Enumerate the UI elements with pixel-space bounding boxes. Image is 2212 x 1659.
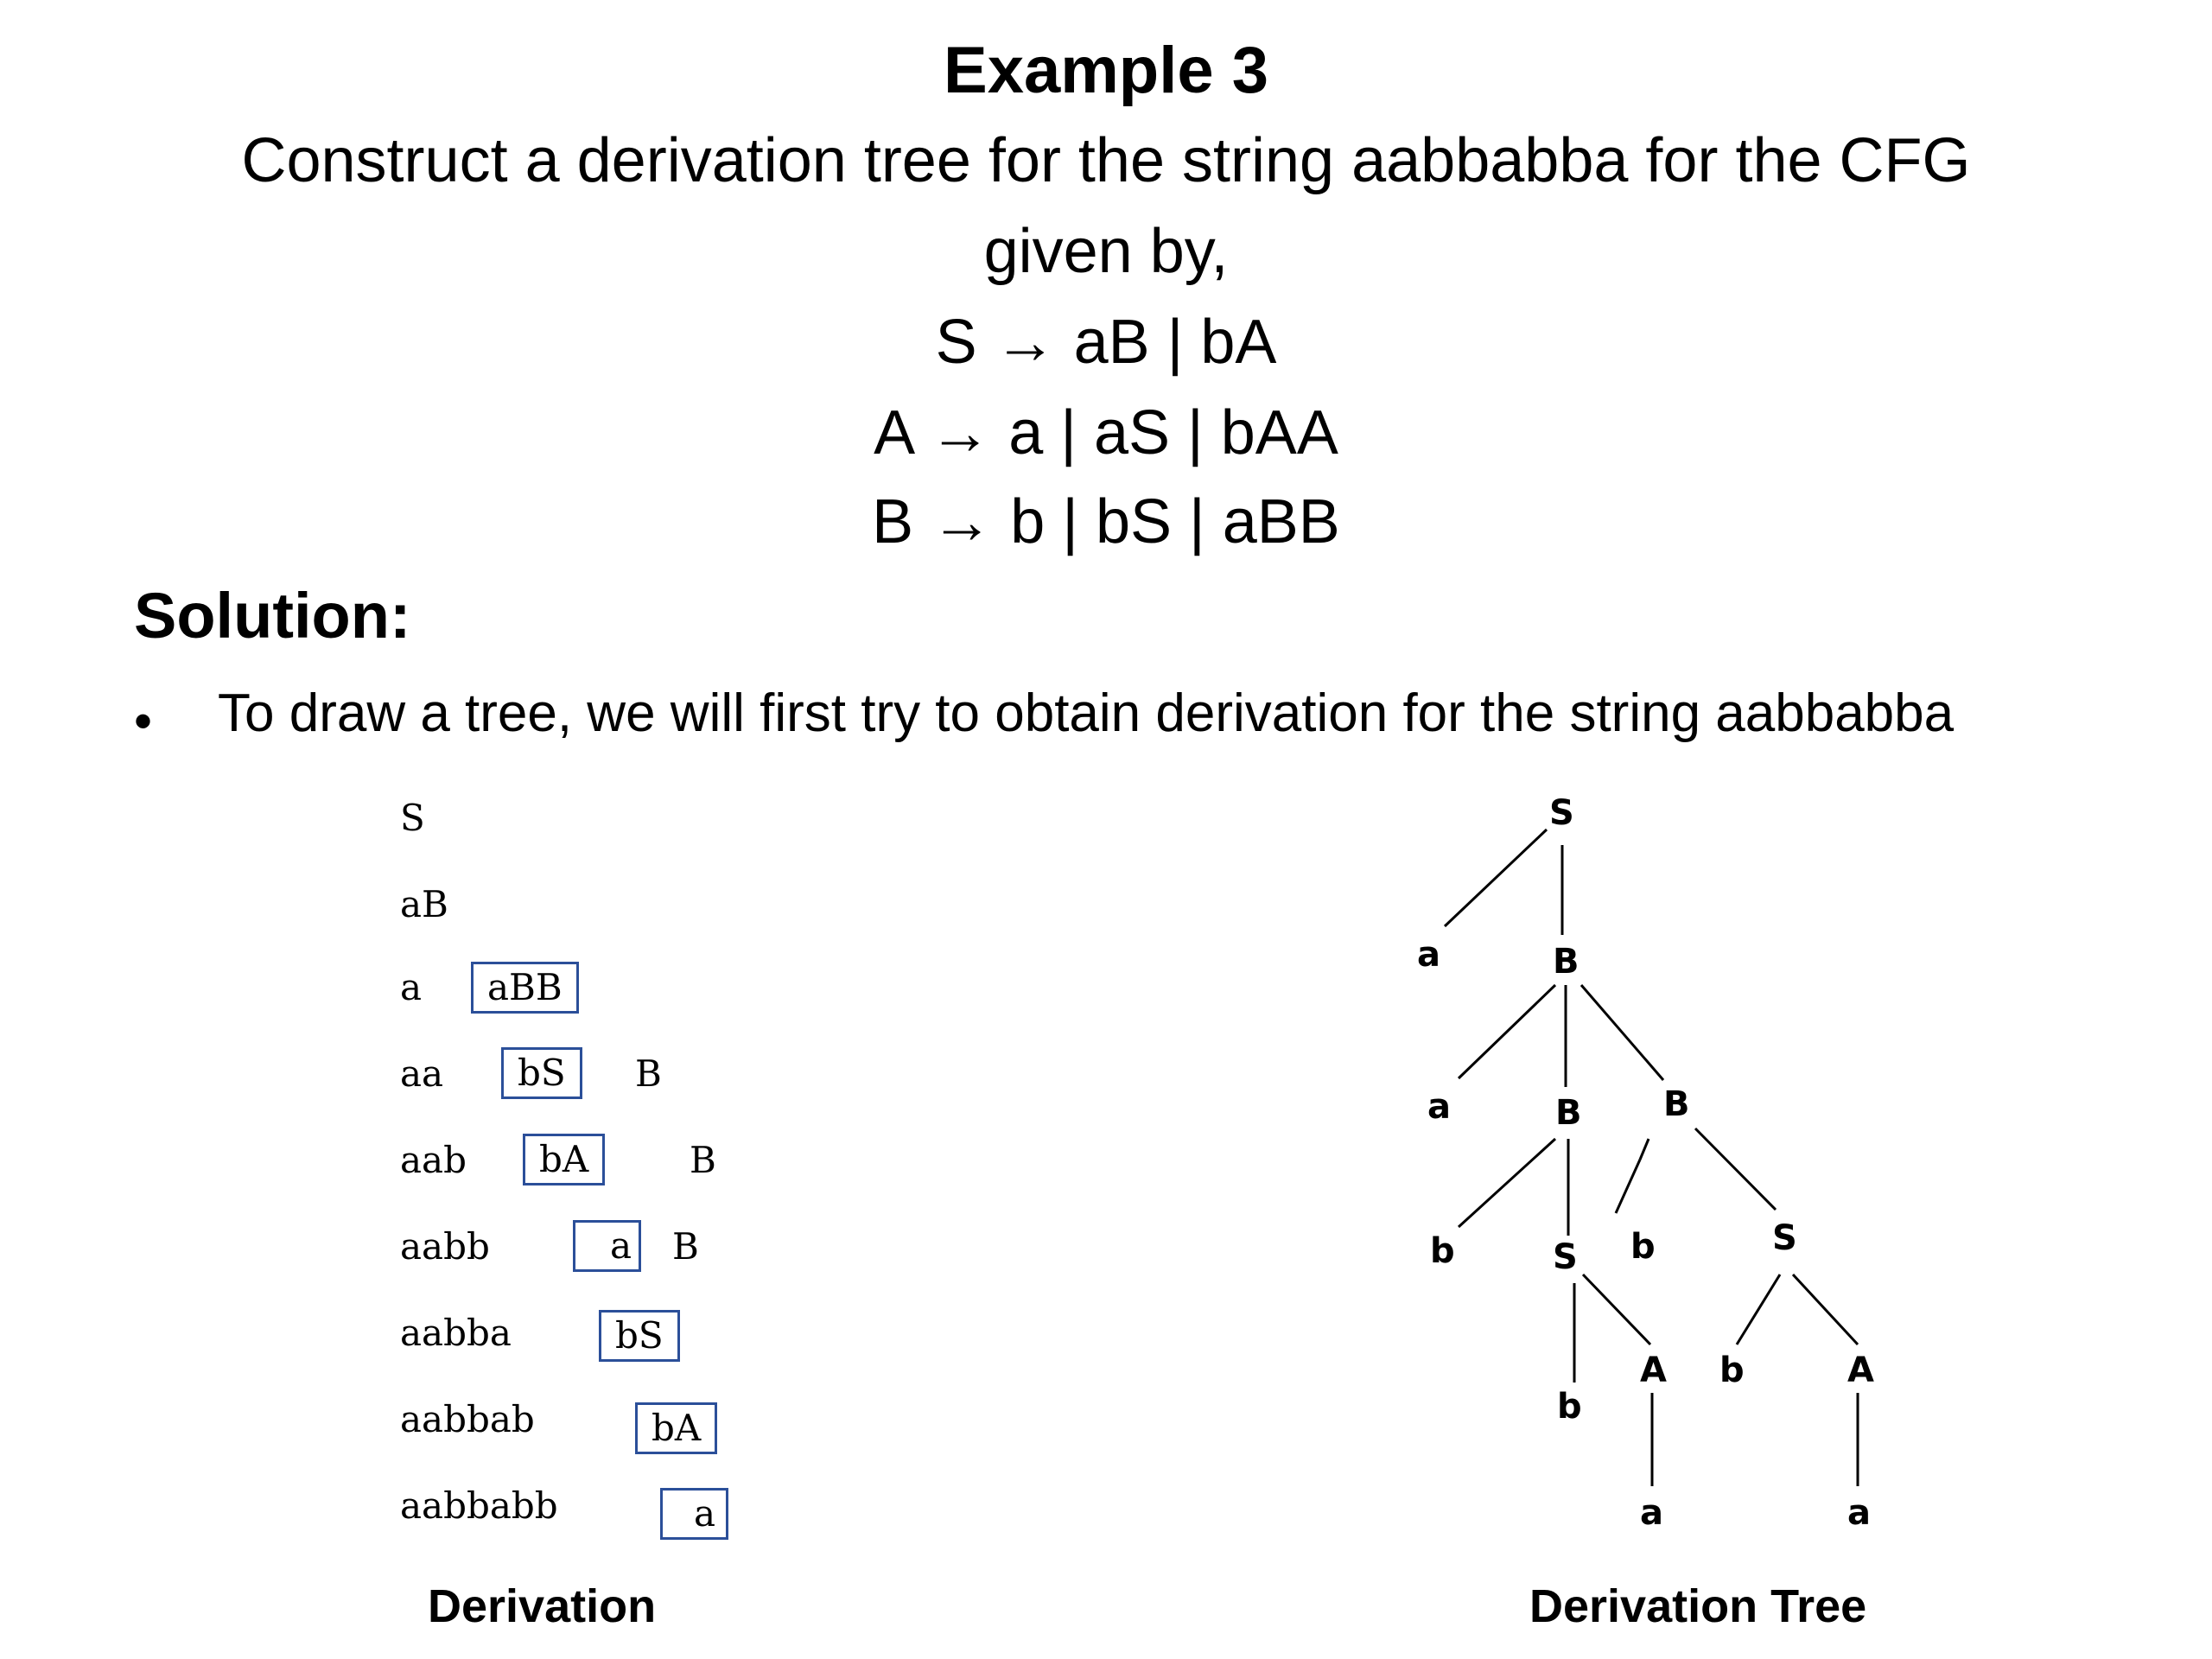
tree-node: S bbox=[1553, 1237, 1578, 1277]
derivation-step: aabbabb bbox=[400, 1484, 558, 1527]
grammar-rule-a: A → a | aS | bAA bbox=[874, 398, 1338, 467]
tree-node: a bbox=[1847, 1493, 1871, 1533]
tree-edge bbox=[1614, 1159, 1642, 1214]
tree-edge bbox=[1791, 1273, 1859, 1346]
tree-edge bbox=[1581, 1273, 1652, 1346]
tree-edge bbox=[1694, 1127, 1777, 1211]
tree-node: b bbox=[1430, 1231, 1455, 1271]
derivation-step: aabbab bbox=[400, 1398, 535, 1440]
step-prefix: aabbab bbox=[400, 1398, 535, 1440]
tree-node: B bbox=[1553, 942, 1580, 982]
tree-edge bbox=[1638, 1138, 1650, 1160]
step-prefix: aa bbox=[400, 1052, 444, 1095]
tree-edge bbox=[1443, 828, 1548, 928]
bullet-icon: • bbox=[134, 692, 153, 750]
tree-node: a bbox=[1640, 1493, 1663, 1533]
step-prefix: aB bbox=[400, 883, 448, 925]
tree-edge bbox=[1580, 984, 1665, 1081]
step-boxed: bS bbox=[599, 1310, 680, 1362]
step-boxed: a bbox=[573, 1220, 642, 1272]
step-prefix: a bbox=[400, 966, 423, 1008]
derivation-step: aB bbox=[400, 883, 448, 925]
bullet-text: To draw a tree, we will first try to obt… bbox=[218, 683, 1955, 743]
tree-edges bbox=[1443, 828, 1859, 1486]
tree-node: b bbox=[1630, 1227, 1656, 1267]
grammar-rule-b: B → b | bS | aBB bbox=[872, 487, 1340, 556]
tree-node: b bbox=[1557, 1387, 1582, 1427]
tree-node: a bbox=[1427, 1087, 1451, 1127]
step-boxed: bS bbox=[501, 1047, 582, 1099]
step-boxed: bA bbox=[635, 1402, 718, 1454]
derivation-caption: Derivation bbox=[428, 1580, 657, 1632]
solution-heading: Solution: bbox=[134, 580, 411, 652]
step-boxed: bA bbox=[523, 1134, 606, 1185]
step-prefix: aab bbox=[400, 1139, 467, 1181]
step-prefix: aabb bbox=[400, 1225, 490, 1268]
question-line-1: Construct a derivation tree for the stri… bbox=[241, 126, 1971, 195]
tree-caption: Derivation Tree bbox=[1529, 1580, 1867, 1632]
tree-node: B bbox=[1555, 1093, 1582, 1133]
step-suffix: B bbox=[672, 1225, 699, 1268]
tree-node: A bbox=[1640, 1351, 1667, 1390]
step-suffix: B bbox=[690, 1139, 716, 1181]
derivation-step: aab bbox=[400, 1139, 467, 1181]
step-prefix: aabba bbox=[400, 1312, 512, 1354]
slide-title: Example 3 bbox=[944, 34, 1268, 107]
tree-node: A bbox=[1847, 1351, 1874, 1390]
derivation-step: a bbox=[400, 966, 422, 1008]
derivation-step: aabba bbox=[400, 1312, 512, 1354]
step-prefix: S bbox=[400, 797, 425, 839]
tree-node: S bbox=[1549, 793, 1574, 833]
derivation-step: aabb bbox=[400, 1225, 490, 1268]
tree-edge bbox=[1735, 1274, 1782, 1345]
question-line-2: given by, bbox=[983, 217, 1229, 286]
tree-edge bbox=[1457, 1137, 1557, 1229]
tree-node: S bbox=[1772, 1218, 1797, 1258]
step-suffix: B bbox=[635, 1052, 662, 1095]
step-boxed: a bbox=[660, 1488, 729, 1540]
tree-edge bbox=[1457, 983, 1557, 1080]
derivation-step: S bbox=[400, 797, 425, 839]
tree-node: a bbox=[1417, 935, 1440, 975]
derivation-step: aa bbox=[400, 1052, 443, 1095]
step-prefix: aabbabb bbox=[400, 1484, 558, 1527]
step-boxed: aBB bbox=[471, 962, 579, 1014]
tree-node: B bbox=[1663, 1084, 1690, 1124]
grammar-rule-s: S → aB | bA bbox=[935, 308, 1277, 377]
tree-node: b bbox=[1719, 1351, 1745, 1390]
